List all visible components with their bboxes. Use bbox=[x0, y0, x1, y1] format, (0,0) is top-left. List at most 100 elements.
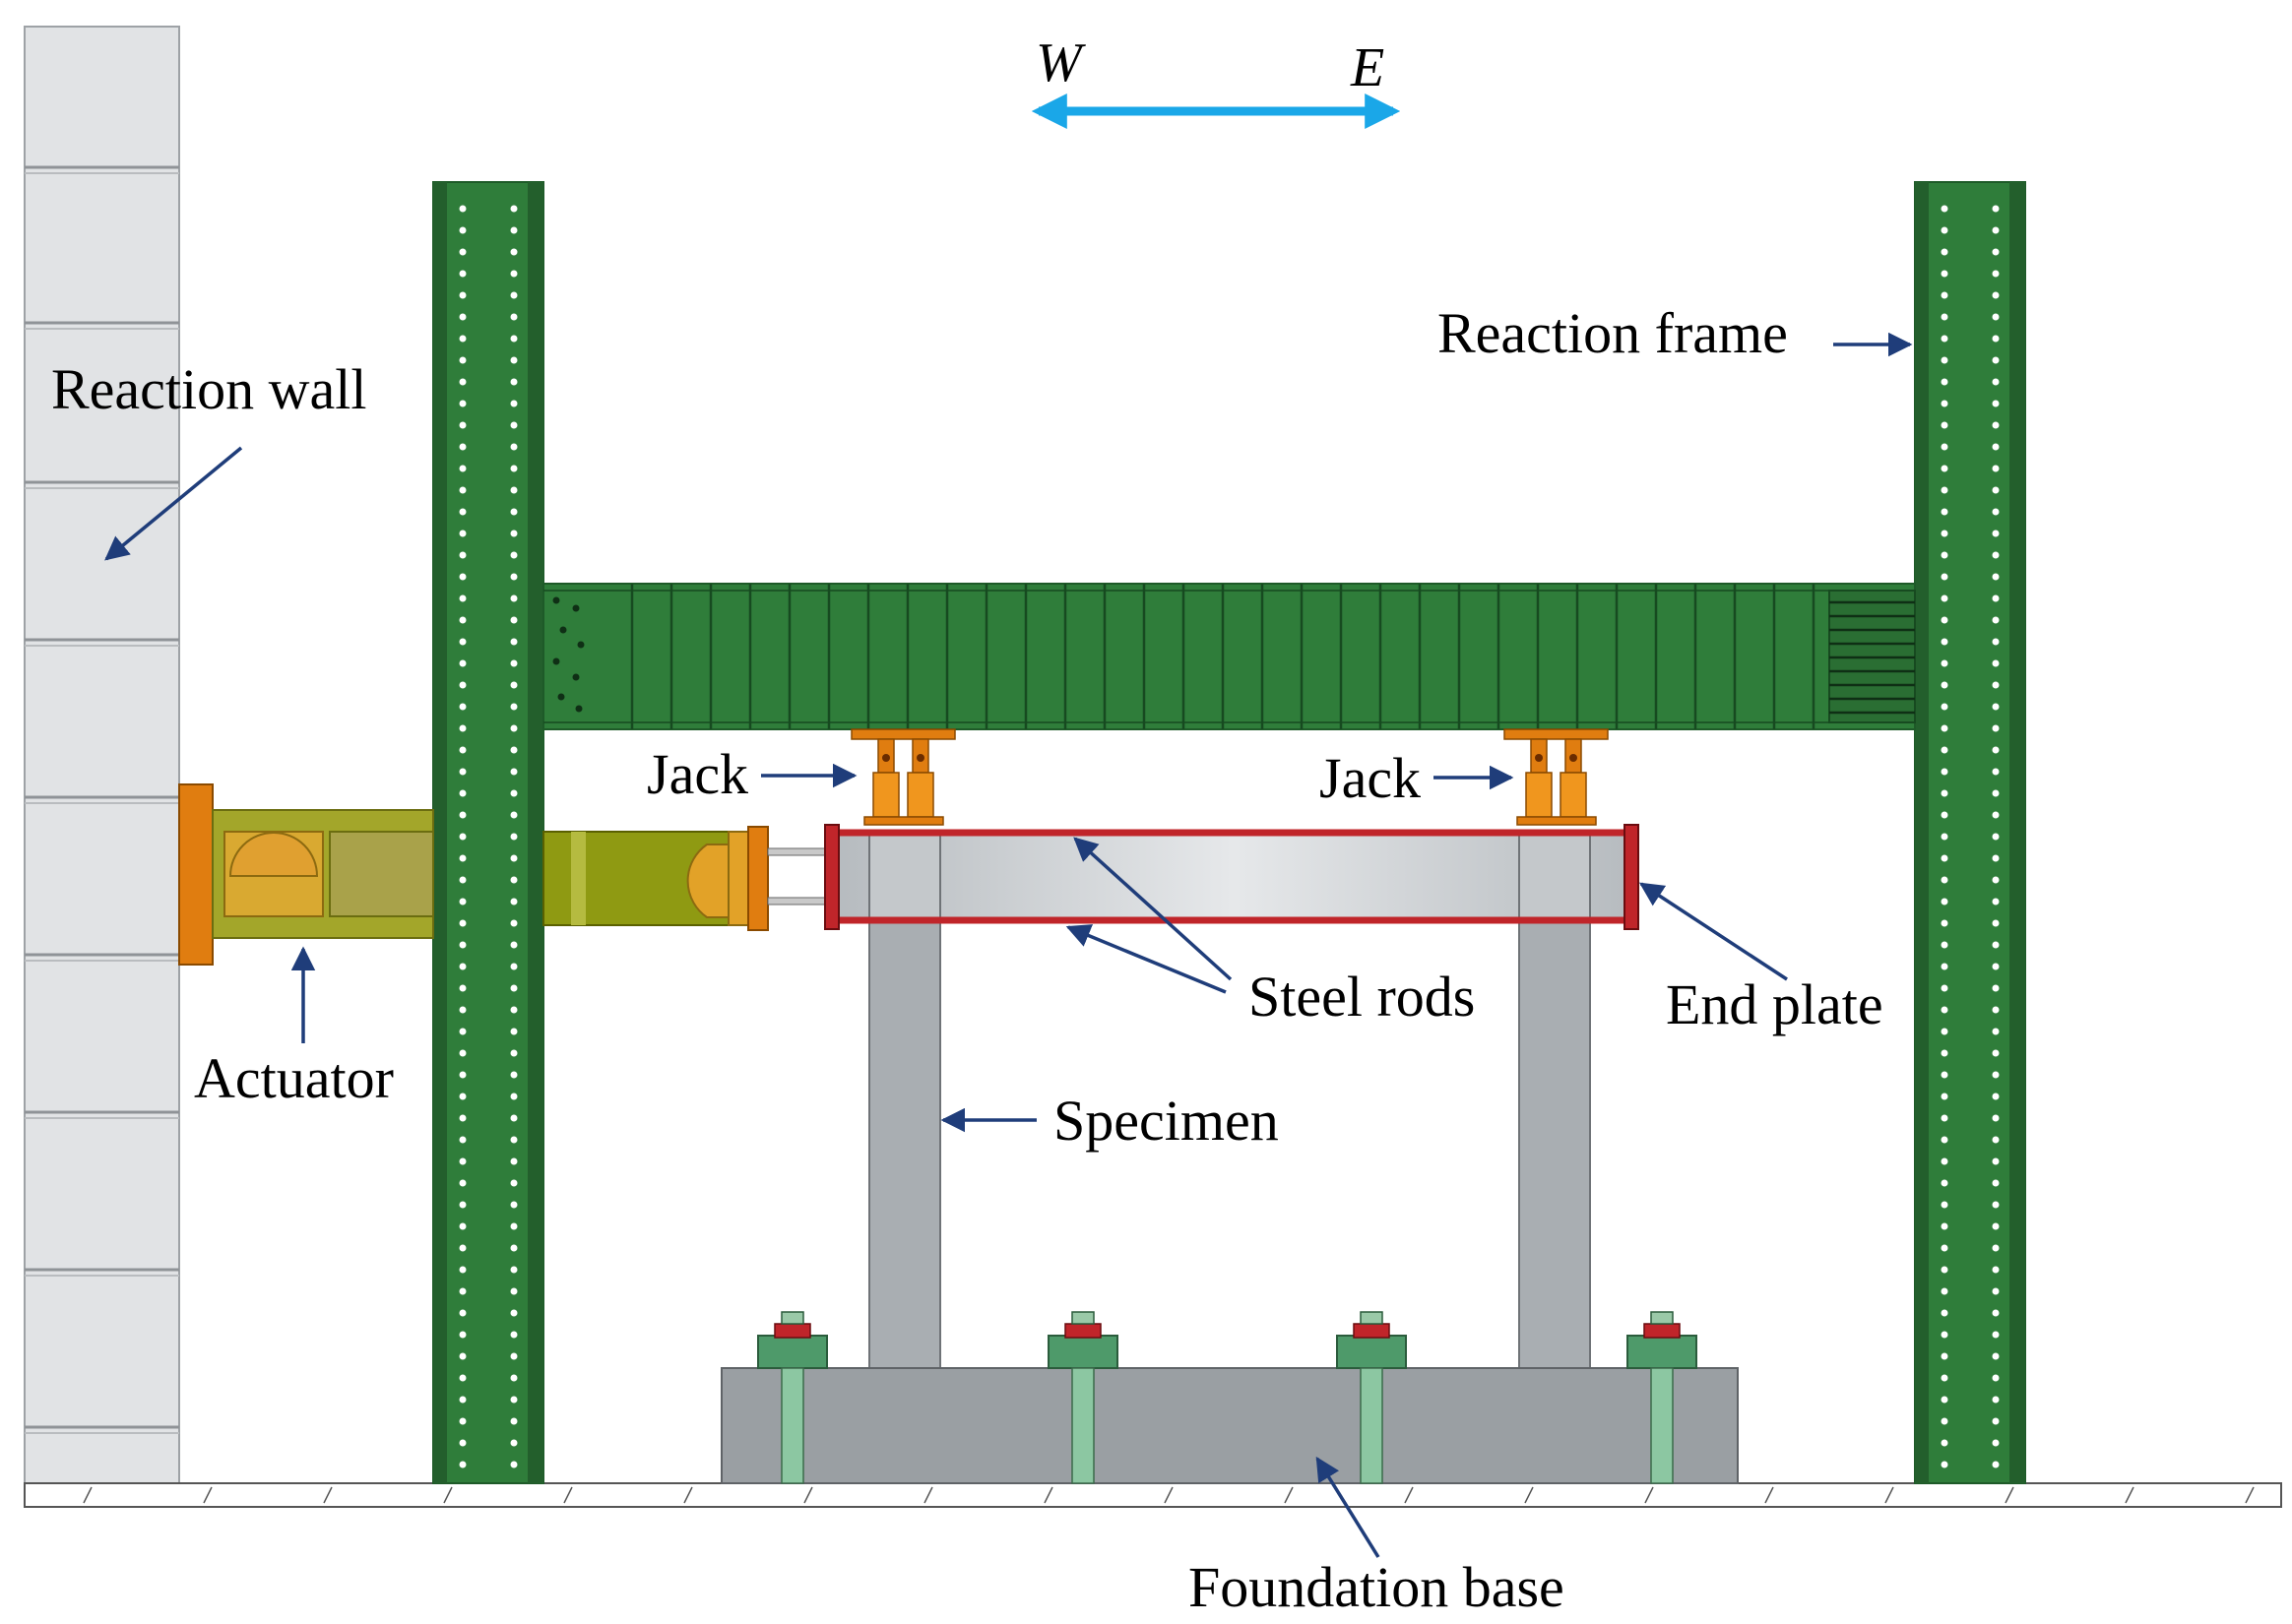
bolt-hole bbox=[1941, 1309, 1948, 1317]
bolt-hole bbox=[1992, 1309, 2000, 1317]
end-plate-east bbox=[1624, 824, 1639, 930]
anchor-rod bbox=[1650, 1367, 1674, 1484]
bolt-hole bbox=[459, 248, 467, 256]
bolt-hole bbox=[1992, 1266, 2000, 1274]
anchor-bolt-head bbox=[781, 1311, 804, 1325]
actuator bbox=[178, 783, 828, 966]
bolt-hole bbox=[1941, 1201, 1948, 1209]
end-plate-west bbox=[824, 824, 840, 930]
bolt-hole bbox=[1992, 226, 2000, 234]
ground-hatch-mark bbox=[1164, 1486, 1174, 1504]
bolt-hole bbox=[1992, 616, 2000, 624]
bolt-hole bbox=[1992, 789, 2000, 797]
arrow-steel-rods-top bbox=[1073, 837, 1233, 981]
label-reaction-frame: Reaction frame bbox=[1437, 301, 1788, 365]
bolt-hole bbox=[1941, 486, 1948, 494]
bolt-hole bbox=[1941, 1461, 1948, 1468]
label-jack-west: Jack bbox=[647, 742, 748, 806]
bolt-hole bbox=[459, 919, 467, 927]
bolt-hole bbox=[1992, 573, 2000, 581]
anchor-nut bbox=[774, 1323, 811, 1339]
bolt-hole bbox=[510, 465, 518, 472]
bolt-hole bbox=[1941, 1331, 1948, 1339]
bolt-hole bbox=[1992, 811, 2000, 819]
bolt-hole bbox=[459, 573, 467, 581]
bolt-hole bbox=[1992, 1179, 2000, 1187]
bolt-hole bbox=[1992, 465, 2000, 472]
bolt-hole bbox=[510, 1461, 518, 1468]
bolt-hole bbox=[1941, 1006, 1948, 1014]
bolt-hole bbox=[510, 811, 518, 819]
bolt-hole bbox=[1992, 291, 2000, 299]
bolt-hole bbox=[459, 1114, 467, 1122]
bolt-hole bbox=[1992, 681, 2000, 689]
bolt-hole bbox=[1941, 1222, 1948, 1230]
bolt-hole bbox=[510, 703, 518, 711]
bolt-hole bbox=[510, 335, 518, 343]
bolt-hole bbox=[510, 1028, 518, 1035]
bolt-hole bbox=[1992, 1396, 2000, 1404]
bolt-hole bbox=[1941, 1266, 1948, 1274]
bolt-hole bbox=[510, 443, 518, 451]
callouts: Reaction wall Reaction frame Jack Jack A… bbox=[51, 301, 1913, 1619]
bolt-hole bbox=[510, 746, 518, 754]
arrow-foundation-base bbox=[1315, 1456, 1380, 1558]
bolt-hole bbox=[510, 1244, 518, 1252]
bolt-hole bbox=[510, 291, 518, 299]
bolt-hole bbox=[1941, 919, 1948, 927]
bolt-hole bbox=[1992, 854, 2000, 862]
bolt-hole bbox=[510, 573, 518, 581]
bolt-hole bbox=[1941, 703, 1948, 711]
bolt-hole bbox=[1992, 1374, 2000, 1382]
bolt-hole bbox=[510, 1201, 518, 1209]
bolt-hole bbox=[510, 1136, 518, 1144]
bolt-hole bbox=[510, 400, 518, 407]
bolt-hole bbox=[1941, 508, 1948, 516]
bolt-hole bbox=[459, 1374, 467, 1382]
beam-bolt bbox=[572, 604, 580, 612]
bolt-hole bbox=[459, 1331, 467, 1339]
bolt-hole bbox=[1992, 1461, 2000, 1468]
bolt-hole bbox=[510, 421, 518, 429]
bolt-hole bbox=[459, 508, 467, 516]
bolt-hole bbox=[1941, 205, 1948, 213]
bolt-hole bbox=[1992, 1114, 2000, 1122]
bolt-hole bbox=[459, 1201, 467, 1209]
bolt-hole bbox=[510, 1396, 518, 1404]
bolt-hole bbox=[459, 1157, 467, 1165]
label-reaction-wall: Reaction wall bbox=[51, 357, 367, 421]
bolt-hole bbox=[1941, 1244, 1948, 1252]
specimen bbox=[868, 914, 1591, 1369]
foundation-base bbox=[721, 1311, 1739, 1484]
label-foundation-base: Foundation base bbox=[1188, 1555, 1564, 1619]
bolt-hole bbox=[1992, 919, 2000, 927]
ground-hatch-mark bbox=[683, 1486, 693, 1504]
bolt-hole bbox=[510, 876, 518, 884]
bolt-hole bbox=[510, 919, 518, 927]
bolt-hole bbox=[510, 833, 518, 841]
bolt-hole bbox=[459, 659, 467, 667]
bolt-hole bbox=[510, 508, 518, 516]
bolt-hole bbox=[1941, 356, 1948, 364]
bolt-hole bbox=[459, 205, 467, 213]
bolt-hole bbox=[1992, 1331, 2000, 1339]
ground-hatch-mark bbox=[563, 1486, 573, 1504]
anchor-plate bbox=[757, 1335, 828, 1369]
bolt-hole bbox=[459, 1049, 467, 1057]
bolt-hole bbox=[1941, 378, 1948, 386]
anchor-plate bbox=[1048, 1335, 1118, 1369]
bolt-hole bbox=[1941, 768, 1948, 776]
ground-hatch-mark bbox=[83, 1486, 93, 1504]
bolt-hole bbox=[1941, 400, 1948, 407]
bolt-hole bbox=[510, 313, 518, 321]
bolt-hole bbox=[459, 963, 467, 970]
anchor-nut bbox=[1353, 1323, 1390, 1339]
beam-bolt bbox=[577, 641, 585, 649]
bolt-hole bbox=[459, 638, 467, 646]
bolt-hole bbox=[1941, 898, 1948, 906]
beam-bolt bbox=[559, 626, 567, 634]
ground-hatch-mark bbox=[923, 1486, 933, 1504]
bolt-hole bbox=[510, 594, 518, 602]
bolt-hole bbox=[510, 1222, 518, 1230]
